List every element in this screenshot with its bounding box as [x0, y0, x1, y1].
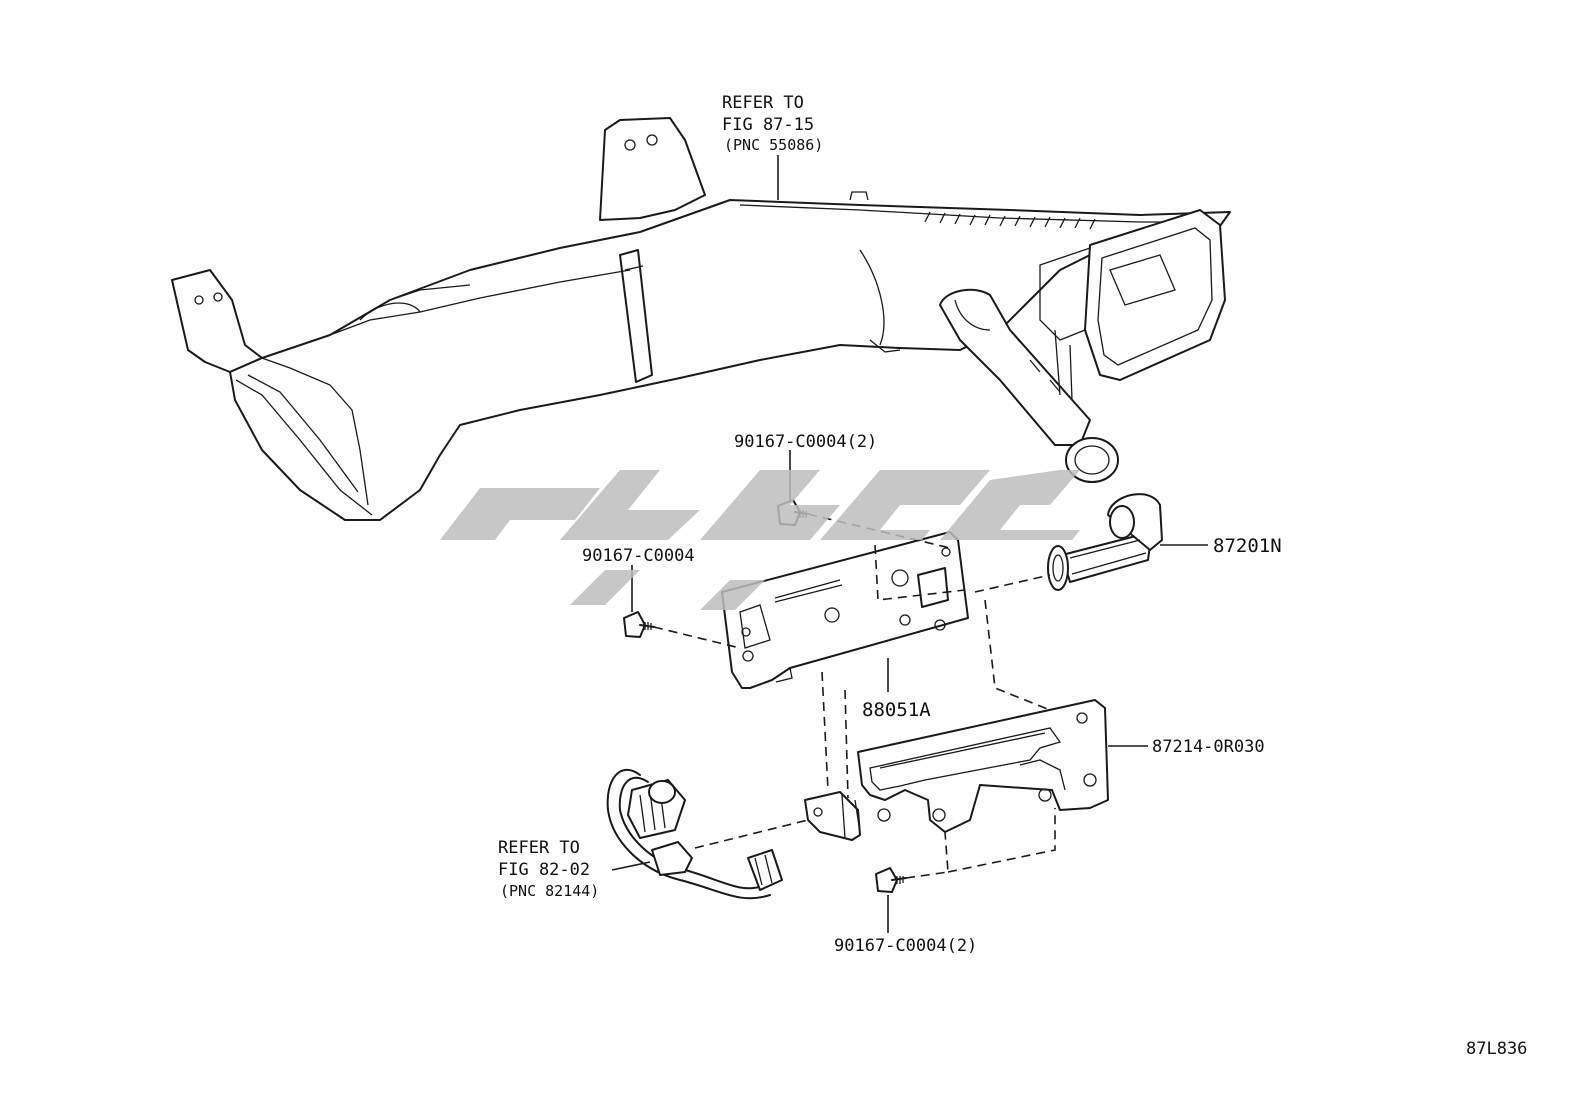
- air-duct: [171, 117, 1231, 521]
- wire-harness: [606, 768, 783, 900]
- refer-duct-line2: FIG 87-15: [722, 115, 814, 135]
- bolt-left: [623, 611, 655, 638]
- watermark-logo: [440, 470, 1080, 610]
- mounting-plate: [721, 531, 969, 689]
- sensor-bracket: [804, 699, 1109, 841]
- label-refer-harness: REFER TO FIG 82-02 (PNC 82144): [498, 838, 599, 900]
- label-refer-duct: REFER TO FIG 87-15 (PNC 55086): [722, 93, 823, 154]
- label-bolt-top: 90167-C0004(2): [734, 432, 877, 452]
- refer-duct-line1: REFER TO: [722, 93, 804, 113]
- sensor-assembly: [1047, 493, 1163, 591]
- refer-harness-line3: (PNC 82144): [500, 882, 599, 900]
- label-sensor: 87201N: [1213, 535, 1282, 557]
- refer-duct-line3: (PNC 55086): [724, 136, 823, 154]
- label-figure-code: 87L836: [1466, 1039, 1527, 1059]
- bolt-bottom: [875, 867, 907, 893]
- refer-harness-line2: FIG 82-02: [498, 860, 590, 880]
- label-bolt-bottom: 90167-C0004(2): [834, 936, 977, 956]
- label-plate: 88051A: [862, 699, 931, 721]
- label-bolt-left: 90167-C0004: [582, 546, 695, 566]
- label-bracket: 87214-0R030: [1152, 737, 1265, 757]
- refer-harness-line1: REFER TO: [498, 838, 580, 858]
- assembly-lines: [653, 513, 1056, 879]
